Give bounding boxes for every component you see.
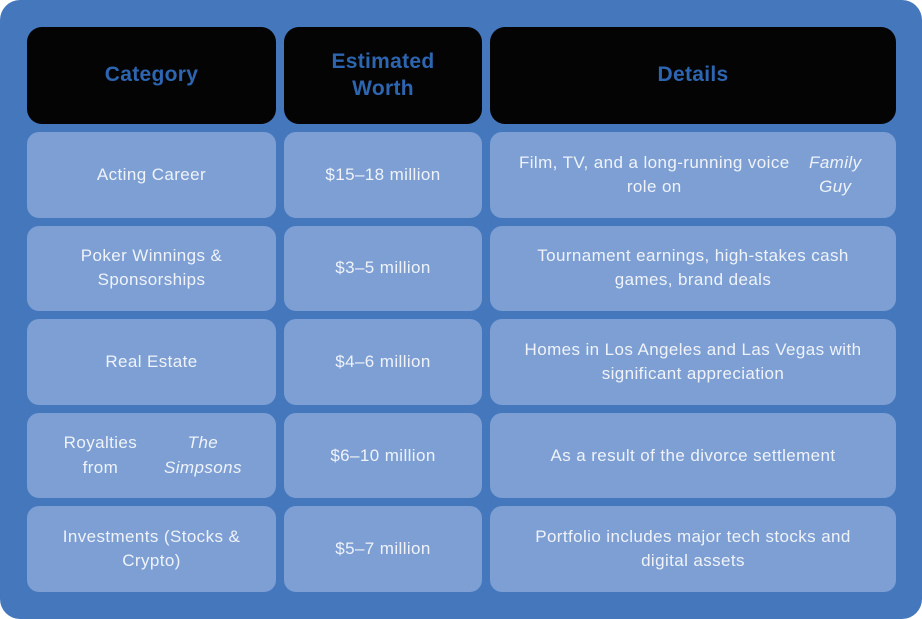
worth-table: Category Estimated Worth Details Acting …	[27, 27, 896, 592]
cell-details: Tournament earnings, high-stakes cash ga…	[490, 225, 896, 312]
cell-text: $15–18 million	[325, 164, 441, 184]
header-details: Details	[490, 27, 896, 124]
cell-text: $3–5 million	[335, 258, 431, 278]
cell-worth: $6–10 million	[284, 412, 482, 499]
cell-category: Investments (Stocks & Crypto)	[27, 506, 276, 592]
cell-category: Royalties from The Simpsons	[27, 412, 276, 499]
cell-text: Film, TV, and a long-running voice role …	[518, 152, 790, 196]
cell-text: Homes in Los Angeles and Las Vegas with …	[524, 339, 862, 383]
cell-details: Portfolio includes major tech stocks and…	[490, 506, 896, 592]
cell-text: Acting Career	[96, 164, 207, 184]
cell-text: Poker Winnings & Sponsorships	[80, 246, 223, 290]
cell-worth: $4–6 million	[284, 319, 482, 405]
cell-text: Investments (Stocks & Crypto)	[62, 527, 241, 571]
cell-text-italic: The Simpsons	[164, 433, 242, 477]
cell-category: Real Estate	[27, 319, 276, 405]
cell-text: Royalties from	[63, 433, 138, 477]
cell-text-italic: Family Guy	[809, 152, 862, 196]
cell-details: Homes in Los Angeles and Las Vegas with …	[490, 319, 896, 405]
cell-category: Poker Winnings & Sponsorships	[27, 225, 276, 312]
cell-text: $5–7 million	[335, 539, 431, 559]
cell-text: Portfolio includes major tech stocks and…	[535, 527, 851, 571]
cell-text: As a result of the divorce settlement	[550, 445, 836, 465]
cell-worth: $5–7 million	[284, 506, 482, 592]
cell-category: Acting Career	[27, 132, 276, 218]
header-category: Category	[27, 27, 276, 124]
cell-worth: $3–5 million	[284, 225, 482, 312]
cell-text: Real Estate	[105, 351, 198, 371]
cell-details: Film, TV, and a long-running voice role …	[490, 132, 896, 218]
cell-details: As a result of the divorce settlement	[490, 412, 896, 499]
cell-text: $4–6 million	[335, 351, 431, 371]
cell-text: Tournament earnings, high-stakes cash ga…	[537, 246, 849, 290]
cell-worth: $15–18 million	[284, 132, 482, 218]
header-estimated-worth: Estimated Worth	[284, 27, 482, 124]
cell-text: $6–10 million	[330, 445, 436, 465]
